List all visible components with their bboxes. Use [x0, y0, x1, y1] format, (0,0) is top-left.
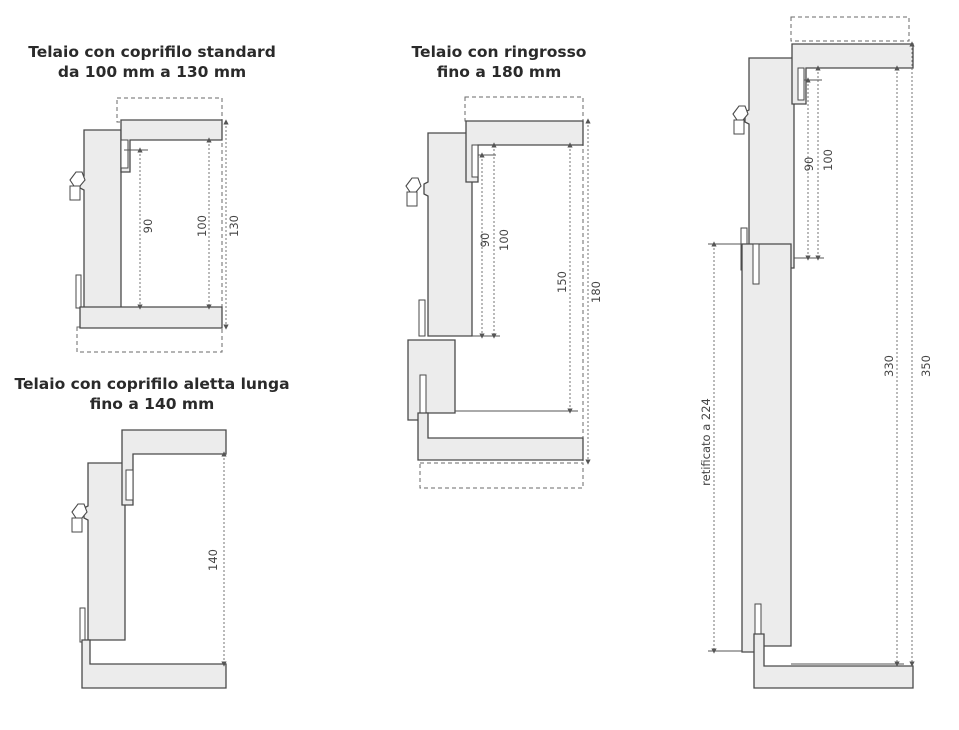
ghost-cover-top — [464, 96, 584, 122]
dim-ringrosso-180: 180 — [589, 281, 603, 303]
cover-bottom-ringrosso — [417, 412, 584, 461]
dim-aletta-140: 140 — [206, 549, 220, 571]
jamb-rettificato — [744, 57, 795, 269]
jamb-ringrosso — [423, 132, 473, 337]
title-standard-line1: Telaio con coprifilo standard — [28, 43, 276, 61]
cover-top-standard — [120, 119, 223, 173]
dim-rettificato-350: 350 — [919, 355, 933, 377]
dim-rettificato-330: 330 — [882, 355, 896, 377]
dim-standard-100: 100 — [195, 215, 209, 237]
diagram-standard: Telaio con coprifilo standard da 100 mm … — [28, 43, 276, 353]
jamb-standard — [79, 129, 122, 309]
cover-top-ringrosso — [465, 120, 584, 183]
cover-top-aletta — [121, 429, 227, 506]
title-ringrosso-line1: Telaio con ringrosso — [412, 43, 587, 61]
dim-rettificato-100: 100 — [821, 149, 835, 171]
dim-standard-130: 130 — [227, 215, 241, 237]
dim-rettificato-224: retificato a 224 — [699, 398, 713, 486]
diagram-ringrosso: Telaio con ringrosso fino a 180 mm 90 10… — [405, 43, 603, 489]
cover-bottom-aletta — [81, 639, 227, 689]
title-aletta-line2: fino a 140 mm — [90, 395, 214, 413]
ghost-cover-bottom — [76, 326, 223, 353]
ghost-cover-top — [116, 97, 223, 123]
title-ringrosso-line2: fino a 180 mm — [437, 63, 561, 81]
dim-ringrosso-100: 100 — [497, 229, 511, 251]
dim-standard-90: 90 — [141, 219, 155, 234]
dim-ringrosso-150: 150 — [555, 271, 569, 293]
dim-rettificato-90: 90 — [802, 157, 816, 172]
clip-icon — [405, 177, 422, 193]
extension-rettificato — [741, 243, 792, 653]
title-standard-line2: da 100 mm a 130 mm — [58, 63, 246, 81]
ghost-cover-bottom — [419, 462, 584, 489]
jamb-aletta — [83, 462, 126, 641]
title-aletta-line1: Telaio con coprifilo aletta lunga — [14, 375, 289, 393]
extension-ringrosso — [407, 339, 456, 421]
ghost-cover-top — [790, 16, 910, 42]
diagram-aletta: Telaio con coprifilo aletta lunga fino a… — [14, 375, 290, 689]
cover-top-rettificato — [791, 43, 914, 105]
cover-bottom-standard — [79, 306, 223, 329]
dim-ringrosso-90: 90 — [478, 233, 492, 248]
diagram-rettificato: 90 100 330 350 retificato a 224 — [699, 16, 933, 689]
